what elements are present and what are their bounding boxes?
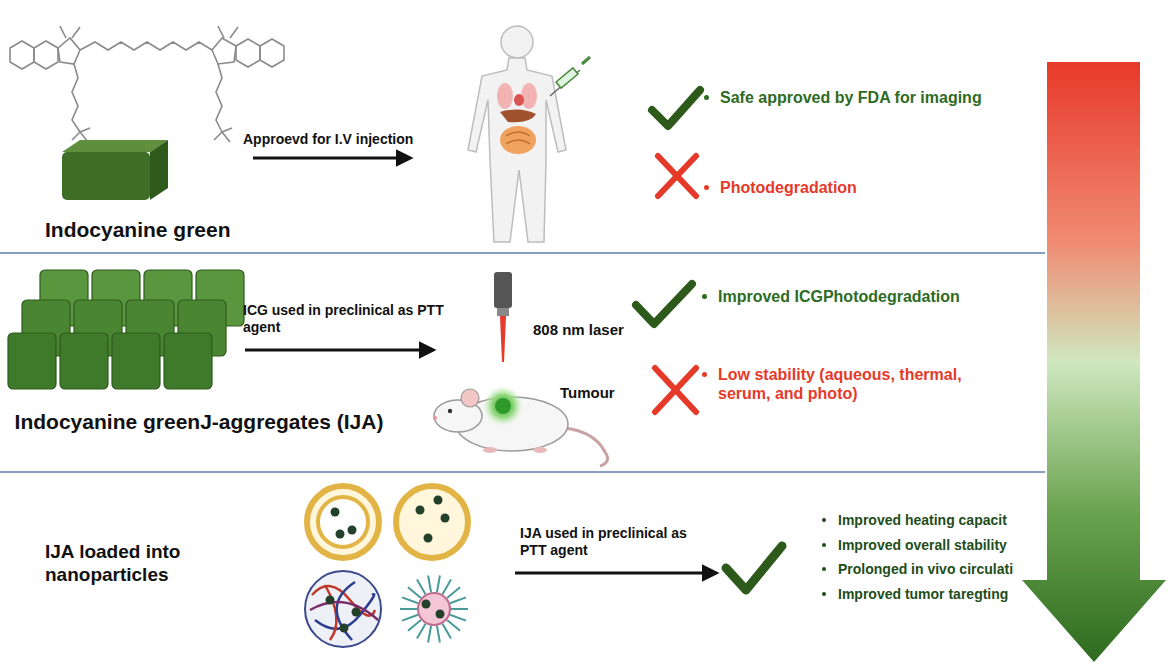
bullet-text: Low stability (aqueous, thermal, serum, …: [718, 365, 1018, 403]
arrow: [245, 349, 433, 352]
bullet-text: Improved overall stability: [838, 537, 1018, 554]
ija-block-stack: [8, 270, 244, 389]
check-mark: [726, 546, 782, 590]
arrow: [515, 572, 716, 575]
bullet-dot: [704, 95, 709, 100]
bullet-text: Improved ICGPhotodegradation: [718, 287, 1018, 306]
cross-mark: [655, 368, 696, 412]
laser: [494, 272, 512, 362]
bullet-dot: [822, 518, 826, 522]
bullet-text: Improved heating capacit: [838, 512, 1018, 529]
cross-mark: [658, 156, 696, 196]
check-mark: [652, 90, 700, 126]
bullet-dot: [822, 567, 826, 571]
arrow: [253, 157, 410, 160]
label: IJA used in preclinical as PTT agent: [520, 525, 710, 559]
label: ICG used in preclinical as PTT agent: [243, 302, 463, 336]
bullet-dot: [702, 294, 707, 299]
bullet-text: Photodegradation: [720, 178, 980, 197]
label: Approevd for I.V injection: [243, 131, 473, 148]
gradient-arrow: [1022, 62, 1166, 662]
icg-block: [62, 140, 168, 200]
bullet-text: Prolonged in vivo circulati: [838, 561, 1018, 578]
bullet-dot: [822, 543, 826, 547]
separator: [0, 471, 1045, 473]
label: Tumour: [560, 384, 640, 402]
label: 808 nm laser: [533, 321, 653, 339]
human-figure: [468, 26, 590, 242]
label: Indocyanine greenJ-aggregates (IJA): [4, 409, 394, 434]
check-mark: [636, 284, 692, 324]
bullet-dot: [704, 185, 709, 190]
nanoparticles: [305, 486, 468, 647]
bullet-dot: [822, 592, 826, 596]
label: IJA loaded into nanoparticles: [45, 541, 245, 587]
bullet-text: Safe approved by FDA for imaging: [720, 88, 1018, 107]
bullet-text: Improved tumor taregting: [838, 586, 1018, 603]
chemical-structure: [10, 26, 284, 142]
label: Indocyanine green: [45, 217, 305, 242]
bullet-dot: [702, 372, 707, 377]
separator: [0, 252, 1045, 254]
